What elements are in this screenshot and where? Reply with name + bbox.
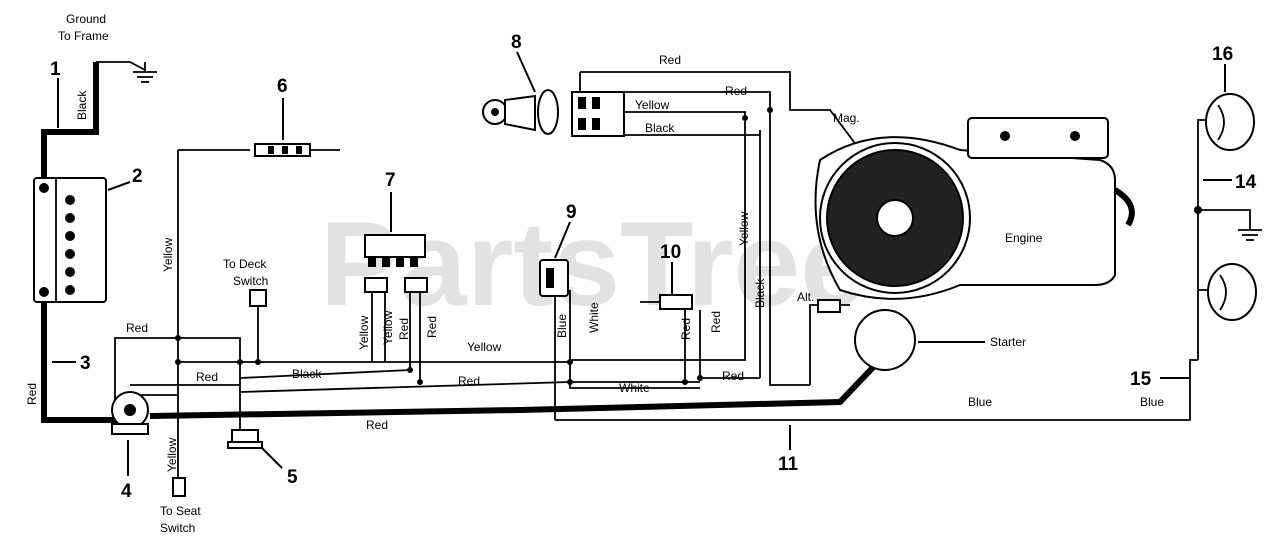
label-seat-switch: Switch bbox=[160, 521, 195, 535]
callout-numbers: 1 2 3 4 5 6 7 8 9 10 11 14 15 16 bbox=[50, 32, 1257, 502]
callout-2: 2 bbox=[132, 166, 143, 187]
wire-label-black-mid: Black bbox=[292, 367, 322, 381]
label-mag: Mag. bbox=[833, 111, 860, 125]
wire-9-white bbox=[569, 290, 700, 389]
labels: Ground To Frame To Deck Switch To Seat S… bbox=[58, 12, 1043, 535]
callout-1: 1 bbox=[50, 59, 61, 80]
label-ground: Ground bbox=[66, 12, 106, 26]
wire-label-10-red-a: Red bbox=[679, 318, 693, 340]
callout-arrows bbox=[52, 51, 1232, 476]
key-switch bbox=[482, 89, 625, 137]
starter bbox=[817, 299, 916, 371]
headlight-bottom bbox=[1207, 263, 1257, 321]
wire-label-yellow-mid: Yellow bbox=[161, 237, 175, 272]
battery bbox=[33, 177, 107, 303]
callout-15: 15 bbox=[1130, 369, 1152, 390]
callout-10: 10 bbox=[660, 242, 681, 263]
callout-7: 7 bbox=[385, 170, 396, 191]
wire-battery-red bbox=[41, 300, 130, 423]
wire-label-red-run2: Red bbox=[722, 369, 744, 383]
wire-8-yellow bbox=[625, 111, 746, 118]
wire-yellow-right bbox=[570, 118, 746, 361]
callout-9: 9 bbox=[566, 202, 577, 223]
solenoid bbox=[111, 391, 149, 435]
wire-label-7-red-a: Red bbox=[397, 318, 411, 340]
wire-label-black-top: Black bbox=[75, 90, 89, 120]
wire-lights-ground bbox=[1198, 209, 1251, 230]
ground-symbol-right bbox=[1238, 229, 1262, 241]
wire-label-blue-15: Blue bbox=[1140, 395, 1164, 409]
relay-module bbox=[364, 234, 428, 293]
callout-5: 5 bbox=[287, 467, 298, 488]
headlight-top bbox=[1205, 93, 1255, 151]
wires bbox=[41, 61, 1251, 495]
wire-label-blue-bottom: Blue bbox=[968, 395, 992, 409]
wire-label-red-a: Red bbox=[126, 321, 148, 335]
wire-label-9-blue: Blue bbox=[555, 314, 569, 338]
label-to-frame: To Frame bbox=[58, 29, 109, 43]
wire-label-red-top: Red bbox=[659, 53, 681, 67]
label-engine: Engine bbox=[1005, 231, 1043, 245]
label-alt: Alt. bbox=[797, 290, 814, 304]
fuse-holder bbox=[254, 143, 311, 157]
callout-3: 3 bbox=[80, 353, 91, 374]
wire-label-7-red-b: Red bbox=[425, 316, 439, 338]
ground-symbol-top bbox=[133, 62, 157, 83]
wire-label-yellow-right: Yellow bbox=[737, 211, 751, 246]
callout-14: 14 bbox=[1235, 172, 1257, 193]
wire-label-red-8: Red bbox=[725, 84, 747, 98]
label-to-seat: To Seat bbox=[160, 504, 201, 518]
label-starter: Starter bbox=[990, 335, 1026, 349]
wire-blue-bottom bbox=[555, 359, 1198, 421]
callout-8: 8 bbox=[511, 32, 522, 53]
wire-label-yellow-left-bottom: Yellow bbox=[165, 437, 179, 472]
wire-label-red-run: Red bbox=[458, 374, 480, 388]
wire-8-red bbox=[600, 91, 771, 95]
callout-6: 6 bbox=[277, 76, 288, 97]
wire-label-red-left: Red bbox=[25, 383, 39, 405]
wire-label-9-white: White bbox=[587, 302, 601, 333]
callout-11: 11 bbox=[778, 454, 799, 475]
wire-8-red-top bbox=[580, 71, 861, 151]
wire-label-yellow-8: Yellow bbox=[635, 98, 670, 112]
wire-lights bbox=[1197, 119, 1220, 360]
wire-ground-black bbox=[41, 62, 99, 180]
label-deck-switch: Switch bbox=[233, 274, 268, 288]
wire-ground-frame bbox=[96, 61, 146, 71]
wire-label-7-yellow-b: Yellow bbox=[381, 310, 395, 345]
wire-label-yellow-run: Yellow bbox=[467, 340, 502, 354]
wire-label-white-run: White bbox=[619, 381, 650, 395]
wire-label-7-yellow-a: Yellow bbox=[357, 315, 371, 350]
wire-color-labels: Black Red Yellow Red Red Black Yellow Re… bbox=[25, 53, 1164, 472]
label-to-deck: To Deck bbox=[223, 257, 267, 271]
callout-16: 16 bbox=[1212, 44, 1233, 65]
seat-switch-plug bbox=[172, 477, 186, 497]
wire-label-black-right: Black bbox=[753, 278, 767, 308]
deck-switch-plug bbox=[249, 289, 267, 307]
engine bbox=[814, 117, 1135, 300]
lights-junction bbox=[1194, 206, 1202, 214]
wire-label-red-bottom: Red bbox=[366, 418, 388, 432]
wire-starter-red bbox=[149, 357, 883, 419]
callout-4: 4 bbox=[121, 481, 132, 502]
switch-10 bbox=[640, 294, 693, 310]
junctions bbox=[175, 107, 773, 385]
wire-label-10-red-b: Red bbox=[709, 311, 723, 333]
switch-9 bbox=[539, 259, 569, 297]
wire-label-red-b: Red bbox=[196, 370, 218, 384]
wire-label-black-8: Black bbox=[645, 121, 675, 135]
switch-5 bbox=[227, 429, 263, 449]
wire-red-right bbox=[769, 95, 810, 386]
